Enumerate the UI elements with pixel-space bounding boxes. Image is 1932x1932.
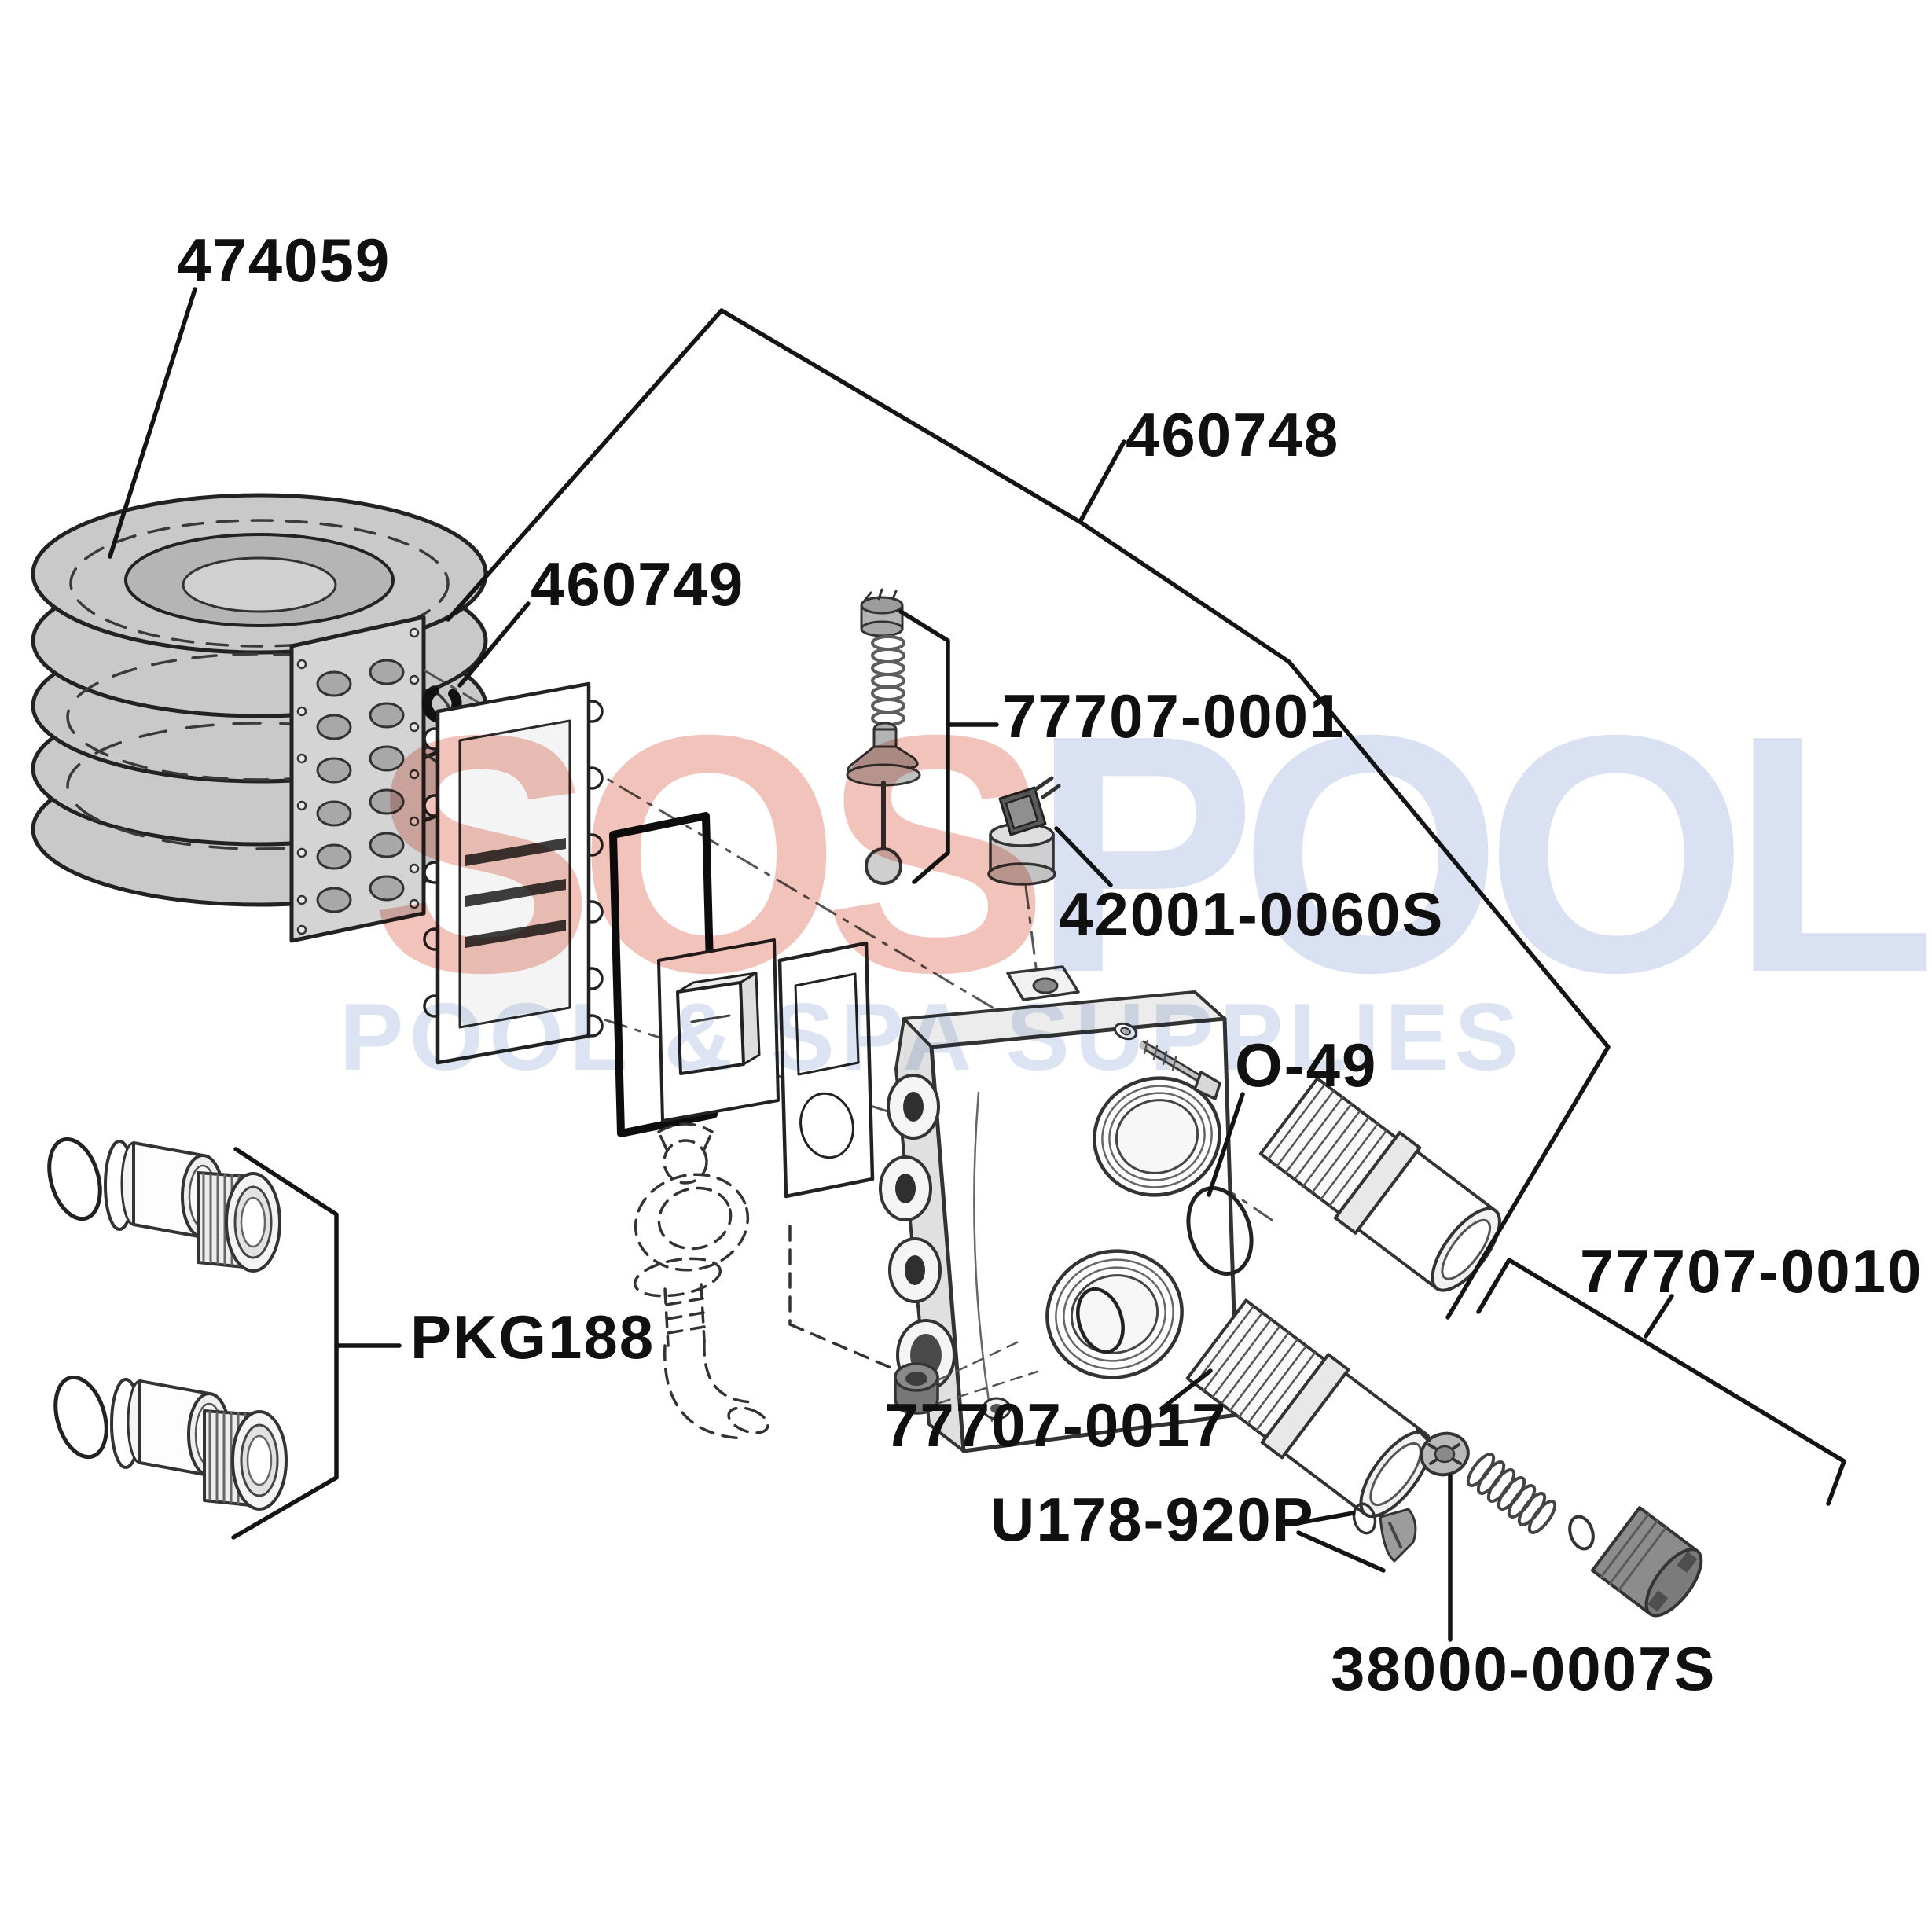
leader-77707-0017: [1159, 1368, 1213, 1411]
bypass-cover-plate: [657, 938, 780, 1122]
leader-77707-0010: [1476, 1258, 1846, 1506]
part-label-460749: 460749: [531, 549, 745, 619]
part-label-38000-0007s: 38000-0007S: [1331, 1634, 1717, 1703]
union-set-2: [47, 1372, 286, 1509]
high-limit-switch: [987, 776, 1061, 886]
drain-plug-kit-parts: [1352, 1502, 1417, 1563]
manifold-inner-plate: [423, 681, 604, 1065]
pipe-adapter-upper: [1258, 1077, 1501, 1292]
part-label-o-49: O-49: [1235, 1030, 1378, 1100]
relief-valve-assembly: [846, 588, 921, 885]
leader-460748-tail: [1078, 439, 1126, 524]
part-label-77707-0017: 77707-0017: [884, 1390, 1228, 1460]
drain-valve-hidden: [633, 1122, 929, 1440]
leader-460749: [457, 601, 531, 688]
leader-77707-0010-tick: [1644, 1294, 1674, 1339]
leader-460748: [446, 308, 1611, 1320]
pipe-adapter-lower: [1185, 1298, 1432, 1519]
manifold-gasket-inner: [777, 941, 875, 1199]
part-label-u178-920p: U178-920P: [990, 1485, 1315, 1554]
leader-474059: [108, 287, 197, 559]
mounting-bolt: [1113, 1022, 1221, 1100]
o-ring-lower: [1076, 1287, 1125, 1354]
part-label-77707-0001: 77707-0001: [1002, 681, 1346, 751]
part-label-pkg188: PKG188: [410, 1302, 656, 1372]
part-label-77707-0010: 77707-0010: [1580, 1236, 1923, 1306]
thermal-regulator-kit-parts: [1416, 1427, 1703, 1618]
pipe-plug: [894, 1339, 1039, 1415]
part-label-460748: 460748: [1126, 400, 1340, 469]
leader-u178-920p-a: [1295, 1511, 1356, 1526]
tube-sheet-plate: [289, 615, 426, 943]
manifold-gasket-outer: [609, 812, 718, 1137]
part-label-42001-0060s: 42001-0060S: [1059, 880, 1445, 949]
leader-77707-0001: [898, 609, 950, 884]
o-ring-49: [1186, 1185, 1254, 1276]
manifold-body: [879, 965, 1240, 1453]
leader-u178-920p-b: [1296, 1530, 1386, 1573]
leader-42001-0060s: [1054, 826, 1113, 887]
leader-o-49: [1207, 1092, 1245, 1197]
part-label-474059: 474059: [177, 226, 391, 295]
